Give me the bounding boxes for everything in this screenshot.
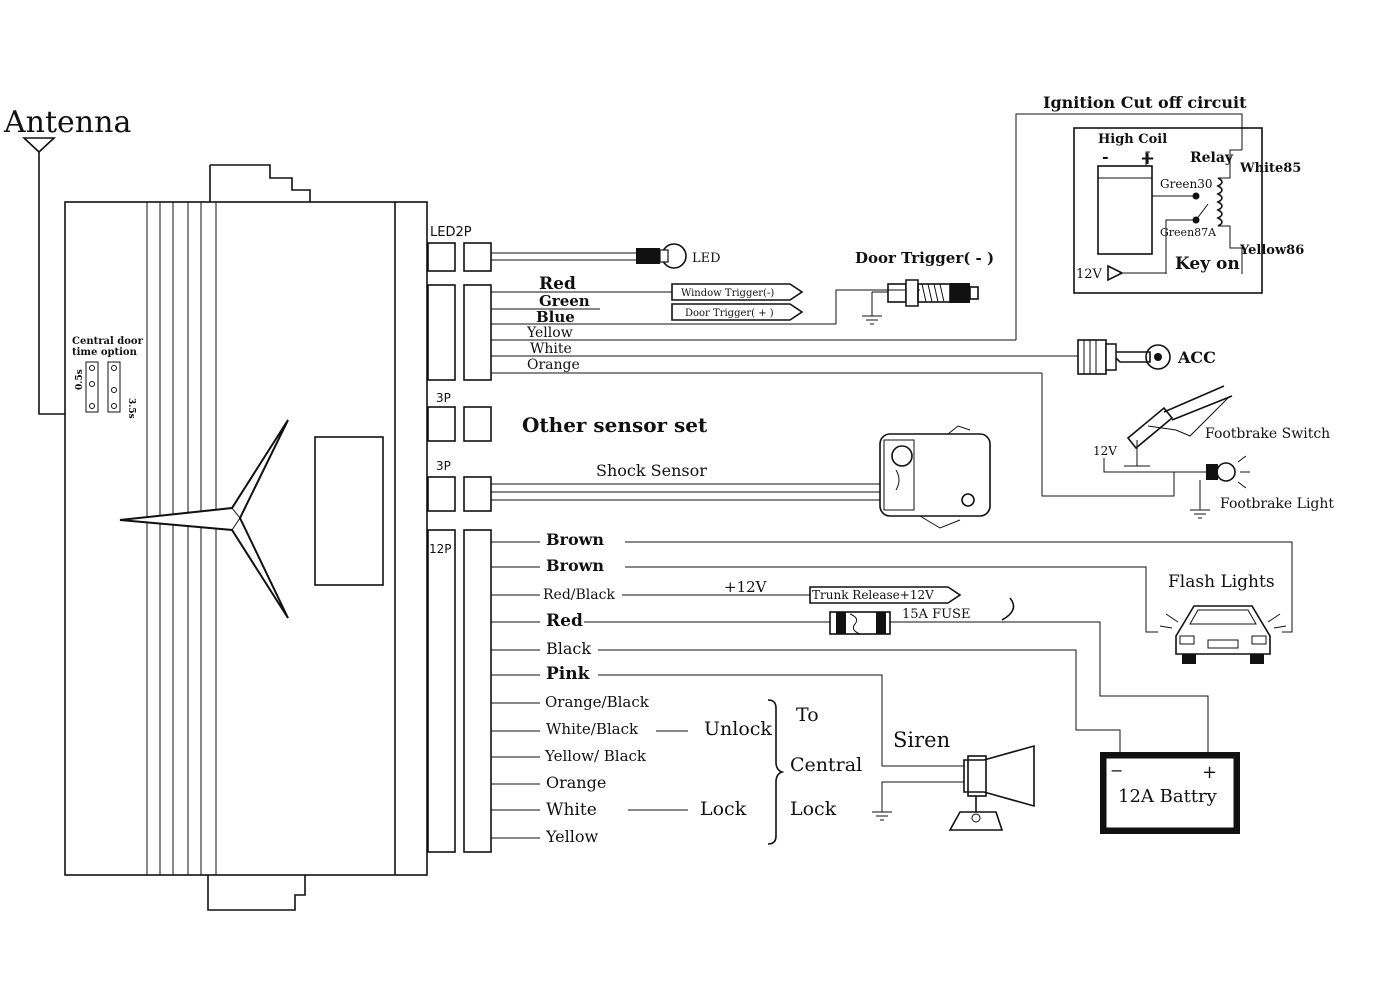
to-label: To: [796, 704, 819, 726]
time-option-jumper[interactable]: [85, 361, 121, 413]
shock-sensor-label: Shock Sensor: [596, 461, 707, 480]
alarm-control-unit: [64, 164, 428, 911]
shock-sensor-icon: [879, 425, 991, 529]
central-door-label-1: Central door: [72, 336, 144, 347]
ignition-title: Ignition Cut off circuit: [1043, 93, 1247, 112]
central-door-label-2: time option: [72, 347, 138, 358]
time-option-05s: 0.5s: [75, 369, 85, 390]
led-wire: [491, 252, 636, 261]
window-trigger-tag: [671, 283, 804, 301]
yellow86-label: Yellow86: [1239, 243, 1304, 258]
sensor-connector-b: [463, 406, 492, 442]
lock-label: Lock: [700, 798, 747, 820]
footbrake-switch-icon: [1103, 385, 1233, 473]
lock-target-label: Lock: [790, 798, 837, 820]
main-wire-brown-2: Brown: [546, 556, 604, 575]
coil-plus: +: [1140, 148, 1155, 169]
acc-label: ACC: [1177, 348, 1216, 367]
main-wire-black: Black: [546, 639, 591, 658]
led2p-label: LED2P: [430, 225, 472, 240]
relay-icon: [1151, 149, 1243, 274]
ignition-12v-arrow: [1107, 264, 1124, 282]
footbrake-light-label: Footbrake Light: [1220, 496, 1334, 512]
antenna-icon: [21, 137, 65, 415]
key-on-label: Key on: [1175, 254, 1240, 274]
coil-icon: [1097, 151, 1153, 255]
led-connector-b: [463, 242, 492, 272]
main-wire-runs: [584, 541, 1293, 811]
door-switch-icon: [862, 279, 979, 325]
shock-connector-a: [427, 476, 456, 512]
main-wire-brown-1: Brown: [546, 530, 604, 549]
ignition-12v-label: 12V: [1076, 267, 1103, 282]
led-label: LED: [692, 251, 721, 266]
main-wire-red: Red: [546, 611, 583, 631]
battery-icon: [1100, 752, 1240, 834]
car-icon: [1159, 605, 1287, 664]
time-option-35s: 3.5s: [126, 398, 136, 419]
plus12v-label: +12V: [724, 578, 768, 596]
door-trigger-plus-label: Door Trigger( + ): [685, 308, 774, 319]
window-trigger-label: Window Trigger(-): [681, 288, 774, 299]
wire-orange: Orange: [527, 357, 580, 373]
main-wire-white-black: White/Black: [546, 720, 639, 738]
acc-key-icon: [1077, 339, 1171, 375]
shock-sensor-wires: [491, 483, 880, 501]
wire-white: White: [530, 341, 572, 357]
unlock-label: Unlock: [704, 718, 772, 740]
main-wire-stubs: [491, 541, 540, 839]
door-trigger-label: Door Trigger( - ): [855, 249, 994, 267]
battery-label: 12A Battry: [1118, 786, 1218, 807]
siren-label: Siren: [893, 728, 950, 752]
wire-red: Red: [539, 274, 576, 294]
fuse-label: 15A FUSE: [902, 607, 970, 622]
wire-yellow: Yellow: [526, 325, 573, 341]
top-connector-a: [427, 284, 456, 381]
top-connector-b: [463, 284, 492, 381]
wire-blue: Blue: [536, 308, 575, 326]
central-lock-bracket: [767, 699, 785, 845]
white85-label: White85: [1239, 161, 1301, 176]
led-connector-a: [427, 242, 456, 272]
led-icon: [636, 243, 687, 269]
wire-green: Green: [539, 292, 590, 310]
main-wire-red-black: Red/Black: [543, 587, 615, 603]
shock-3p-label: 3P: [436, 459, 451, 473]
main-wire-orange: Orange: [546, 773, 606, 792]
main-wire-yellow-black: Yellow/ Black: [544, 747, 647, 765]
trunk-release-tag: [809, 586, 962, 604]
main-connector-b: [463, 529, 492, 853]
door-trigger-tag: [671, 303, 804, 321]
footbrake-switch-label: Footbrake Switch: [1205, 426, 1330, 442]
trunk-release-label: Trunk Release+12V: [812, 588, 934, 602]
footbrake-light-icon: [1174, 455, 1250, 519]
top-wires: [491, 291, 1078, 374]
siren-icon: [872, 744, 1035, 831]
sensor-connector-a: [427, 406, 456, 442]
fuse-icon: [829, 611, 891, 635]
main-wire-white: White: [546, 800, 597, 820]
main-wire-pink: Pink: [546, 664, 591, 684]
relay-label: Relay: [1190, 150, 1234, 166]
antenna-label: Antenna: [3, 105, 131, 140]
high-coil-label: High Coil: [1098, 132, 1167, 147]
sensor-3p-label: 3P: [436, 391, 451, 405]
battery-minus: −: [1110, 761, 1123, 780]
main-connector-a: [427, 529, 456, 853]
footbrake-12v-label: 12V: [1093, 444, 1117, 458]
coil-minus: -: [1102, 147, 1109, 166]
green87a-label: Green87A: [1160, 226, 1217, 239]
flash-lights-label: Flash Lights: [1168, 572, 1275, 592]
ignition-box: [1073, 127, 1263, 294]
other-sensor-label: Other sensor set: [522, 413, 708, 437]
shock-connector-b: [463, 476, 492, 512]
green30-label: Green30: [1160, 177, 1213, 191]
central-label: Central: [790, 754, 862, 776]
main-wire-yellow: Yellow: [545, 827, 599, 846]
main-12p-label: 12P: [429, 542, 452, 556]
battery-plus: +: [1202, 762, 1217, 783]
fuse-clip-icon: [1001, 597, 1015, 621]
main-wire-orange-black: Orange/Black: [545, 693, 650, 711]
